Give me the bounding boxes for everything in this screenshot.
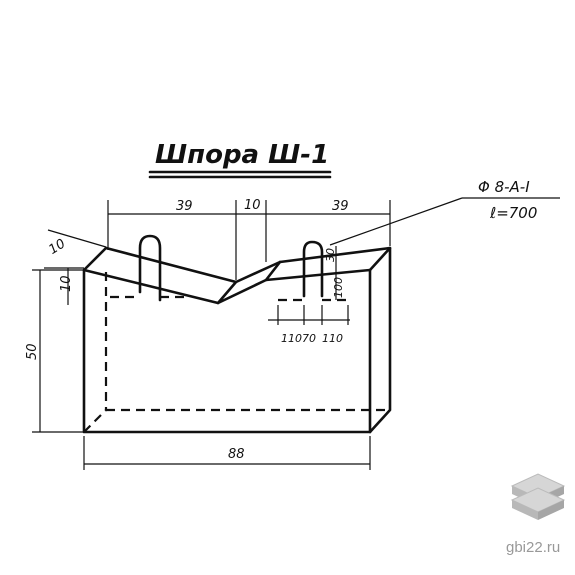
top-left-edge (82, 246, 108, 272)
dim-loop-top: 30 (324, 248, 337, 262)
dim-slope-a: 10 (46, 236, 68, 257)
dim-slope-b: 10 (59, 275, 74, 292)
groove-bottom-edge-left (216, 280, 238, 305)
hidden-bottom-corner (83, 409, 107, 433)
watermark-logo-icon (510, 473, 566, 520)
rebar-spec: Φ 8-A-I (478, 178, 530, 196)
rebar-length: ℓ=700 (489, 204, 537, 222)
lifting-loop-right (302, 240, 324, 298)
lifting-loop-left (138, 234, 162, 302)
groove-front-edge (82, 268, 372, 305)
dim-slope-line-a (47, 229, 107, 248)
right-side-face (368, 246, 392, 434)
dim-loop-h: 100 (332, 277, 345, 298)
groove-back-edge (104, 246, 392, 284)
groove-bottom-edge-right (264, 260, 282, 282)
front-face (82, 268, 372, 434)
dim-top-left: 39 (176, 199, 193, 214)
dim-top-right: 39 (332, 199, 349, 214)
dim-height: 50 (25, 343, 40, 360)
dim-loop-w1: 110 (281, 332, 302, 345)
dim-loop-w3: 110 (322, 332, 343, 345)
watermark-text: gbi22.ru (506, 539, 560, 556)
dim-loop-w2: 70 (302, 332, 316, 345)
dim-bottom: 88 (228, 447, 245, 462)
drawing-title: Шпора Ш-1 (155, 140, 329, 170)
spec-leader-line (329, 197, 463, 246)
dim-top-mid: 10 (244, 198, 261, 213)
